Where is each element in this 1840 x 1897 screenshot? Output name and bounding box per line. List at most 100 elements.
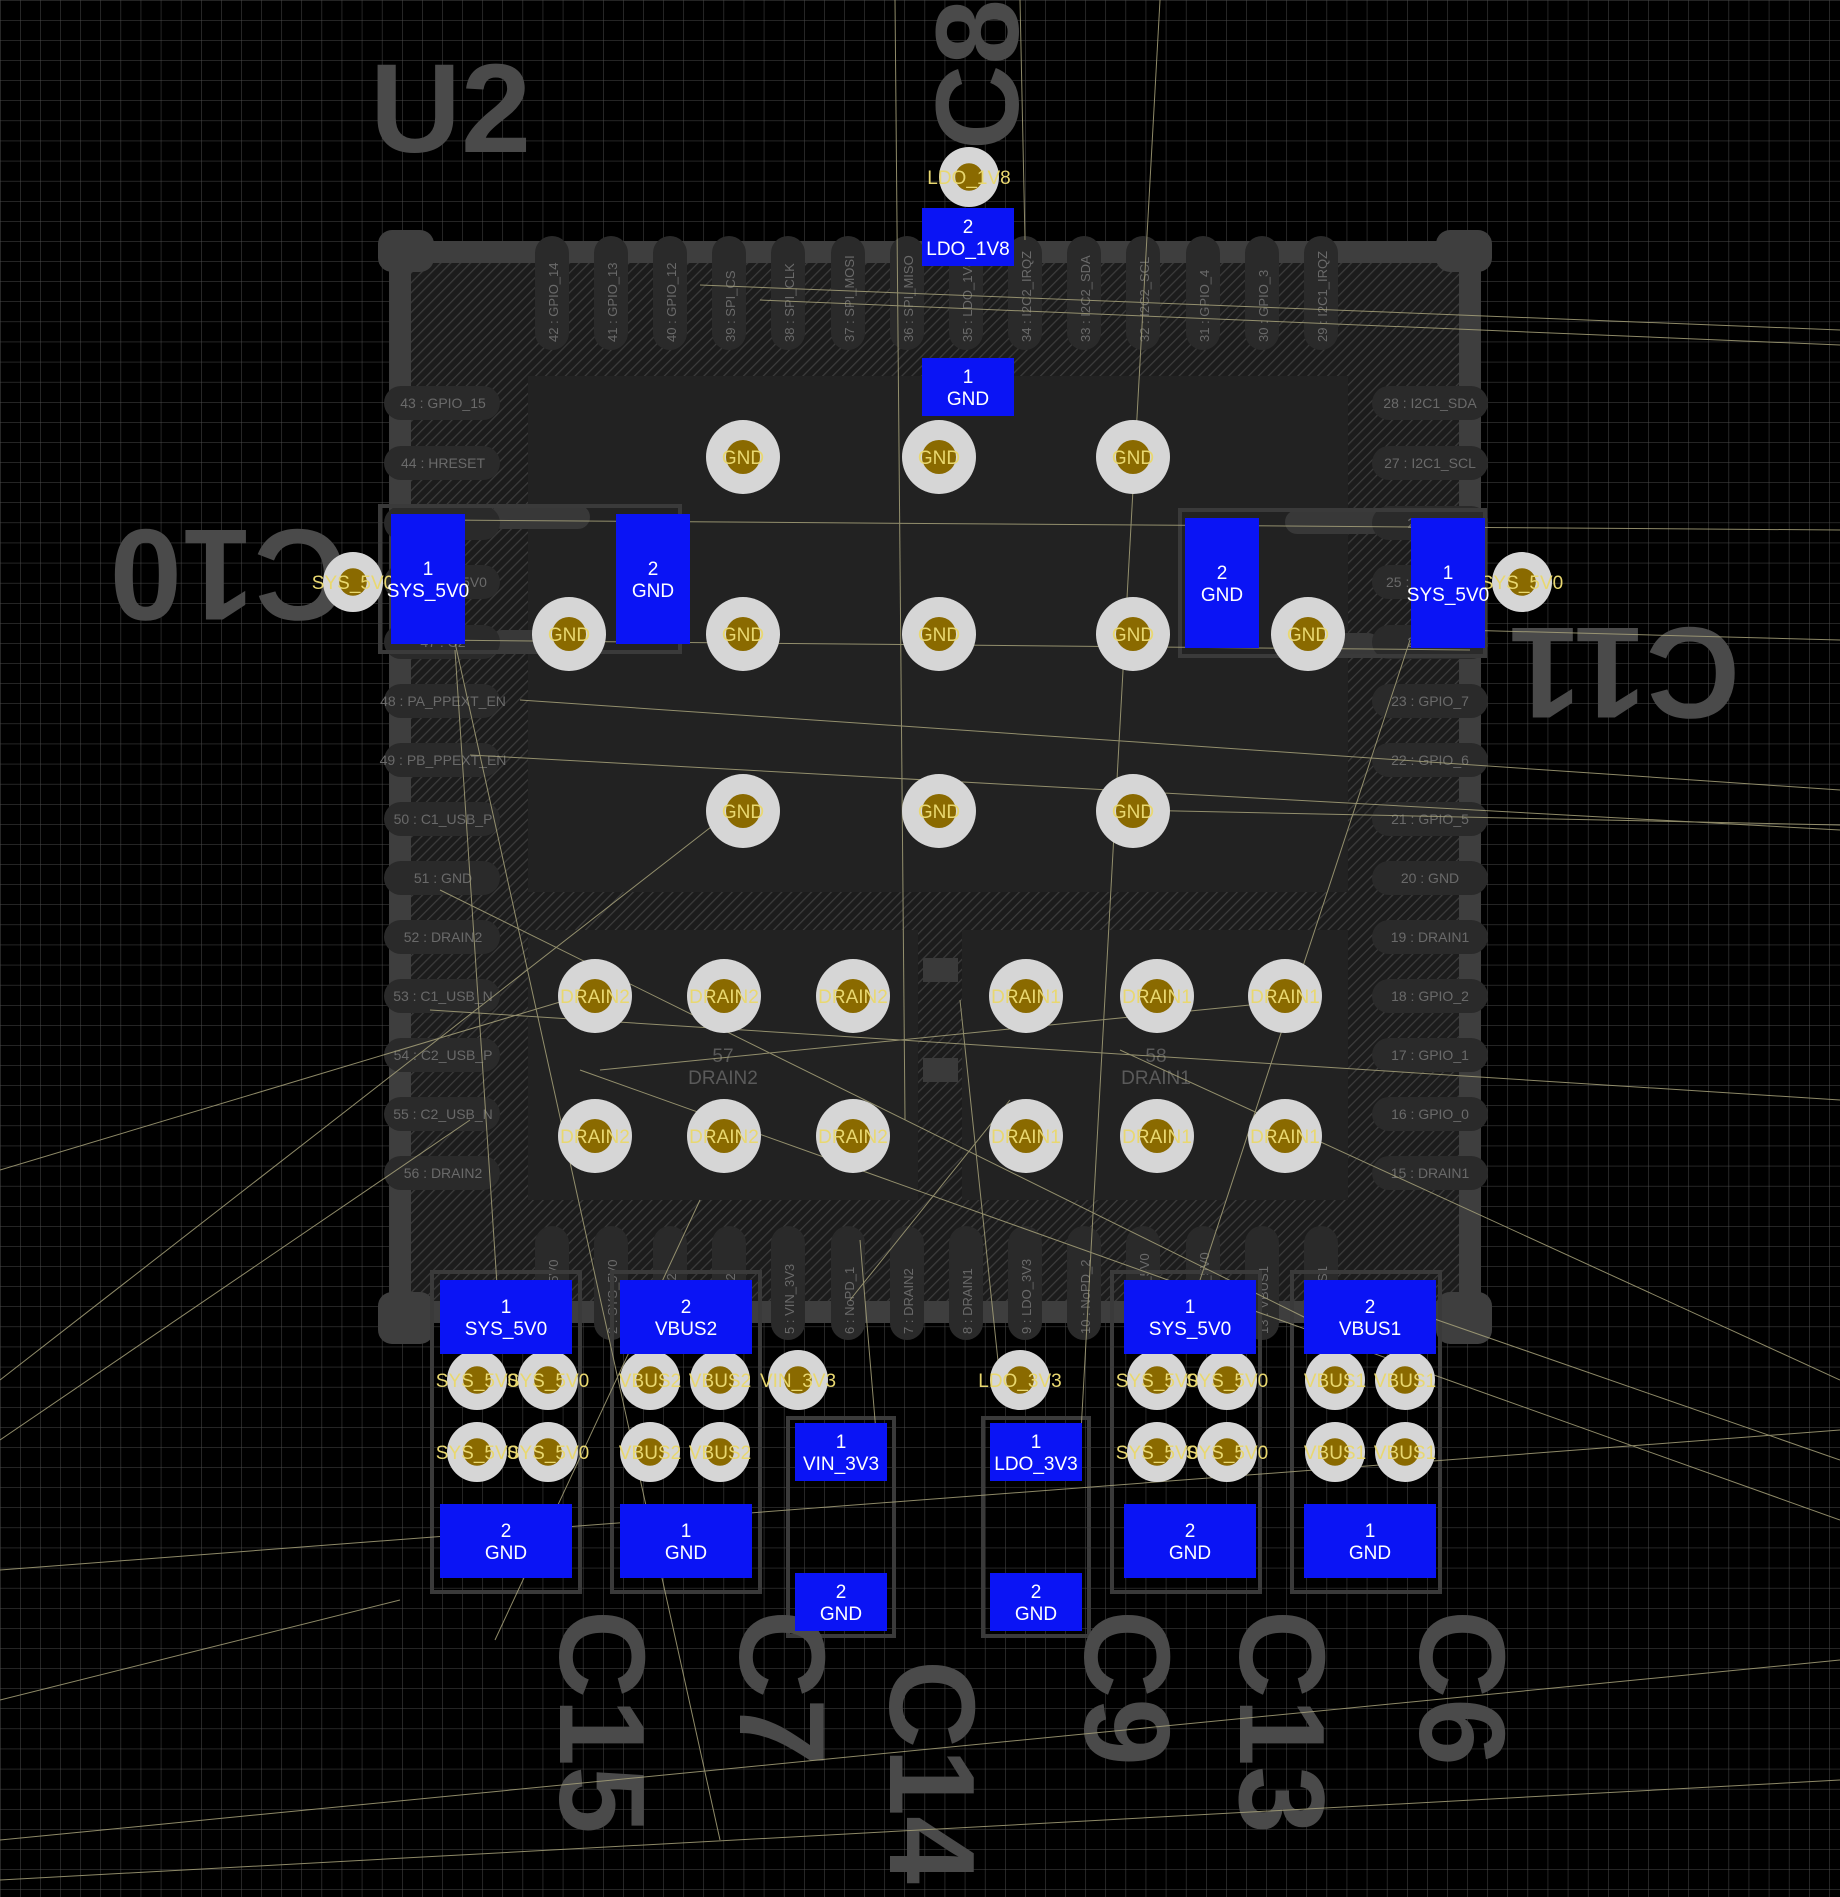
- via-hole: [725, 616, 761, 652]
- via-hole: [463, 1438, 491, 1466]
- u2-pin-right-11: 17 : GPIO_1: [1372, 1038, 1488, 1072]
- pin-label: 16 : GPIO_0: [1391, 1106, 1469, 1122]
- pin-pad: [1126, 236, 1160, 350]
- pin-label: 39 : SPI_CS: [723, 270, 738, 342]
- pin-pad: [771, 236, 805, 350]
- via: SYS_5V0: [1186, 1350, 1268, 1410]
- c14-courtyard: [786, 1416, 896, 1638]
- via-net-label: SYS_5V0: [1186, 1371, 1268, 1392]
- pin-label: 43 : GPIO_15: [400, 395, 486, 411]
- u2-pin-top-8: 34 : I2C2_IRQZ: [1008, 236, 1042, 350]
- pad-copper: [620, 1280, 752, 1354]
- via: SYS_5V0: [312, 552, 394, 612]
- designator-c13: C13: [1214, 1610, 1350, 1834]
- pin-label: 28 : I2C1_SDA: [1383, 395, 1477, 411]
- pin-label: 40 : GPIO_12: [664, 263, 679, 343]
- via-net-label: GND: [1112, 448, 1154, 469]
- pin-pad: [890, 1226, 924, 1340]
- via: GND: [1096, 420, 1170, 494]
- pin-pad: [1372, 861, 1488, 895]
- pin-label: 35 : LDO_1V8: [960, 260, 975, 342]
- via: DRAIN2: [816, 959, 890, 1033]
- designator-c14: C14: [864, 1660, 1000, 1884]
- u2-corner-bl: [378, 1292, 434, 1344]
- pin-pad: [594, 236, 628, 350]
- u2-pin-right-13: 15 : DRAIN1: [1372, 1156, 1488, 1190]
- via-hole: [1139, 978, 1175, 1014]
- via-net-label: SYS_5V0: [312, 573, 394, 594]
- u2-pin-top-12: 30 : GPIO_3: [1245, 236, 1279, 350]
- via-hole: [725, 793, 761, 829]
- via-net-label: SYS_5V0: [507, 1371, 589, 1392]
- pad-number: 1: [1031, 1432, 1042, 1453]
- pad-number: 1: [423, 559, 434, 580]
- via: SYS_5V0: [1186, 1422, 1268, 1482]
- pin-pad: [384, 1097, 500, 1131]
- pin-pad: [384, 979, 500, 1013]
- pin-label: 7 : DRAIN2: [901, 1268, 916, 1334]
- u2-pin-top-10: 32 : I2C2_SCL: [1126, 236, 1160, 350]
- designator-c7: C7: [714, 1610, 850, 1766]
- pin-pad: [1008, 1226, 1042, 1340]
- via-net-label: VBUS2: [689, 1443, 751, 1464]
- via-hole: [636, 1438, 664, 1466]
- u2-pin-bottom-5: 6 : NoPD_1: [831, 1226, 865, 1340]
- via: GND: [902, 597, 976, 671]
- pin-pad: [1067, 1226, 1101, 1340]
- via-net-label: GND: [918, 802, 960, 823]
- via: SYS_5V0: [1481, 552, 1563, 612]
- via: DRAIN2: [687, 959, 761, 1033]
- via-net-label: SYS_5V0: [1116, 1443, 1198, 1464]
- pin-label: 56 : DRAIN2: [404, 1165, 483, 1181]
- pin-label: 10 : NoPD_2: [1078, 1260, 1093, 1334]
- via-hole: [1139, 1118, 1175, 1154]
- u2-pin-bottom-4: 5 : VIN_3V3: [771, 1226, 805, 1340]
- designator-c10: C10: [110, 502, 348, 648]
- u2-pin-left-13: 56 : DRAIN2: [384, 1156, 500, 1190]
- via-net-label: SYS_5V0: [1186, 1443, 1268, 1464]
- u2-pin-left-6: 49 : PB_PPEXT_EN: [380, 743, 507, 777]
- via-net-label: DRAIN1: [991, 1127, 1061, 1148]
- via-hole: [706, 1118, 742, 1154]
- pad-net: GND: [820, 1604, 862, 1625]
- u2-pin-left-1: 44 : HRESET: [384, 446, 500, 480]
- pad-copper: [990, 1573, 1082, 1631]
- pin-pad: [1372, 684, 1488, 718]
- via: SYS_5V0: [436, 1350, 518, 1410]
- via-hole: [1508, 568, 1536, 596]
- pin-label: 55 : C2_USB_N: [393, 1106, 493, 1122]
- via-net-label: GND: [722, 625, 764, 646]
- pad-copper: [990, 1423, 1082, 1481]
- pad-net: GND: [1201, 585, 1243, 606]
- pad-number: 1: [1185, 1297, 1196, 1318]
- pad-net: GND: [665, 1543, 707, 1564]
- via: GND: [706, 774, 780, 848]
- pin-pad: [384, 920, 500, 954]
- via: VBUS1: [1374, 1422, 1436, 1482]
- via-hole: [1267, 978, 1303, 1014]
- via-net-label: SYS_5V0: [436, 1371, 518, 1392]
- pin-label: 49 : PB_PPEXT_EN: [380, 752, 507, 768]
- via-net-label: VBUS2: [689, 1371, 751, 1392]
- via-hole: [636, 1366, 664, 1394]
- via-net-label: LDO_1V8: [927, 168, 1010, 189]
- via-net-label: DRAIN2: [689, 987, 759, 1008]
